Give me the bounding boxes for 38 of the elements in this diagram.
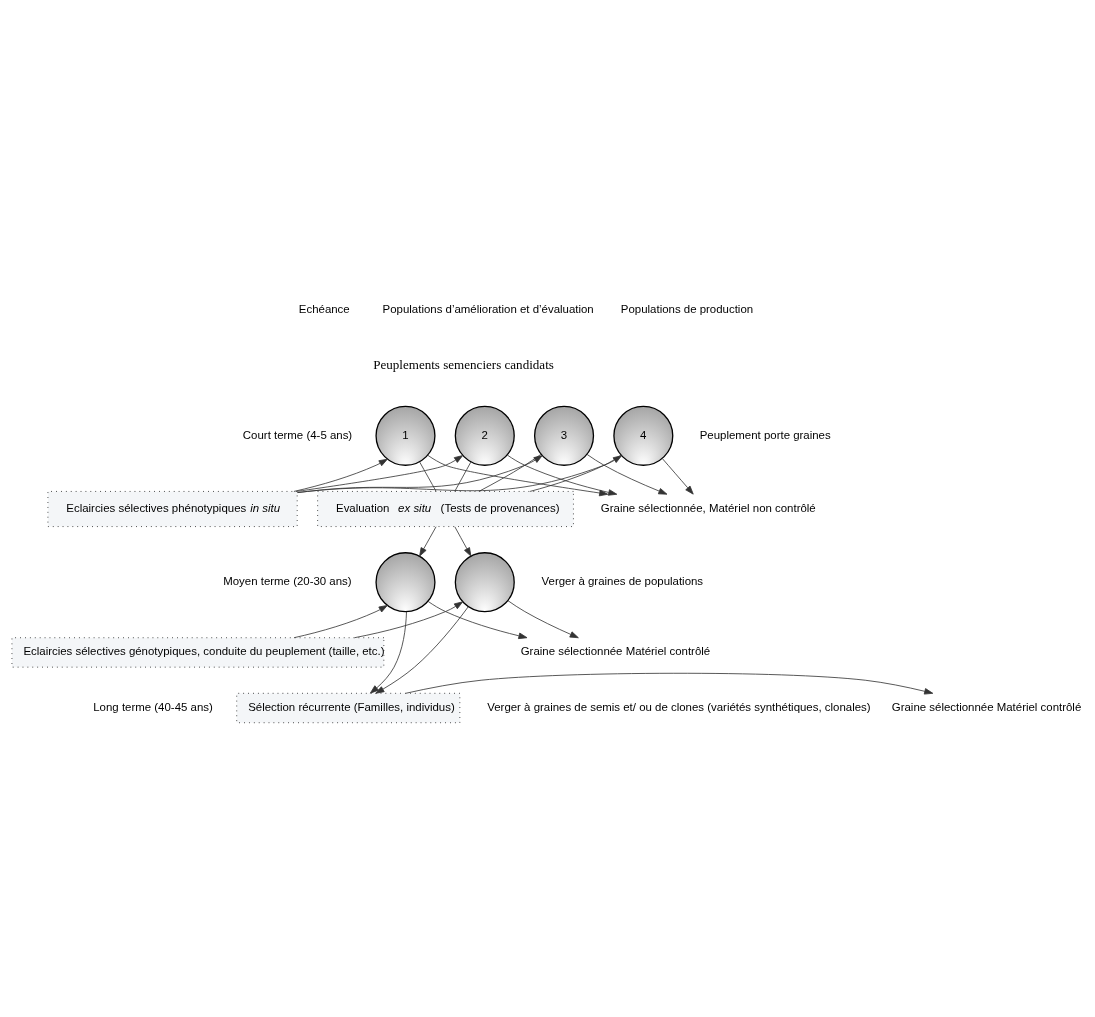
node-text: Graine sélectionnée Matériel contrôlé xyxy=(891,700,1082,713)
node-box: Eclaircies sélectives génotypiques, conduite du peuplement (taille, etc.) xyxy=(11,636,385,668)
node-box: Eclaircies sélectives phénotypiques in situ xyxy=(47,490,298,527)
label: Moyen terme (20-30 ans) xyxy=(223,574,352,587)
arrow xyxy=(427,454,609,496)
label: Populations d’amélioration et d’évaluation xyxy=(382,302,594,315)
connector xyxy=(478,453,542,492)
arrow xyxy=(586,453,668,495)
arrow xyxy=(405,672,934,695)
arrow xyxy=(369,610,407,694)
node-text: Graine sélectionnée Matériel contrôlé xyxy=(520,644,711,657)
label: Echéance xyxy=(298,302,350,315)
arrow xyxy=(375,606,469,694)
label: Verger à graines de semis et/ ou de clones (variétés synthétiques, clonales) xyxy=(487,700,871,713)
label: Peuplement porte graines xyxy=(699,428,831,441)
arrow xyxy=(354,600,464,638)
arrow xyxy=(297,454,543,493)
arrow xyxy=(427,600,528,639)
node-text: Graine sélectionnée, Matériel non contrôlé xyxy=(600,501,816,514)
arrow xyxy=(293,458,388,492)
arrow xyxy=(297,454,622,493)
label: Peuplements semenciers candidats xyxy=(373,356,554,372)
node-box: Sélection récurrente (Familles, individus) xyxy=(236,692,461,723)
connector xyxy=(454,461,472,492)
label: Long terme (40-45 ans) xyxy=(93,700,213,713)
connector xyxy=(529,454,622,492)
arrow xyxy=(661,457,694,495)
label: Verger à graines de populations xyxy=(541,574,704,587)
node-box: Evaluation ex situ (Tests de provenances) xyxy=(317,490,574,527)
arrow xyxy=(296,454,464,492)
arrow xyxy=(506,454,618,496)
connector xyxy=(419,461,437,492)
label: Court terme (4-5 ans) xyxy=(242,428,353,441)
arrow xyxy=(507,599,579,638)
arrow xyxy=(454,525,472,556)
arrow xyxy=(419,525,437,556)
arrow xyxy=(293,604,388,638)
label: Populations de production xyxy=(620,302,754,315)
